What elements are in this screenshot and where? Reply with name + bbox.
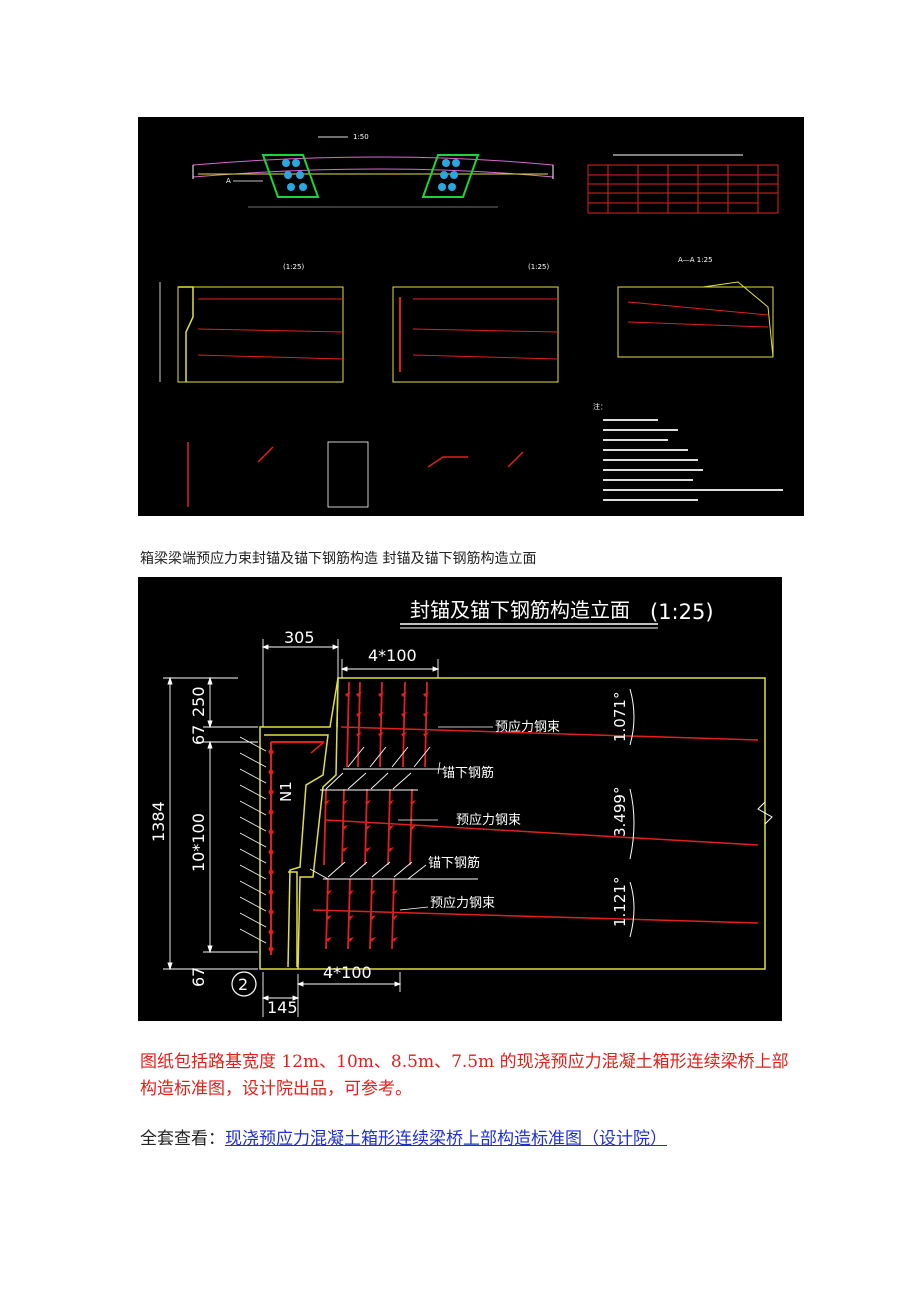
anchor-face-hatch	[239, 736, 267, 944]
elevation-svg: 封锚及锚下钢筋构造立面 (1:25)	[149, 598, 773, 1017]
prestress-tendons	[312, 726, 759, 924]
n1-bar-dots	[268, 749, 274, 952]
drawing-notes: 注：	[593, 402, 783, 501]
dim-4x100-top: 4*100	[368, 646, 417, 665]
cad-drawing-overview: 1:50 A	[138, 117, 804, 516]
elevation-scale: (1:25)	[650, 600, 714, 624]
overview-svg: 1:50 A	[159, 133, 783, 508]
cad-drawing-elevation: 封锚及锚下钢筋构造立面 (1:25)	[138, 577, 782, 1021]
figure-caption: 箱梁梁端预应力束封锚及锚下钢筋构造 封锚及锚下钢筋构造立面	[140, 551, 537, 567]
detail-panel-2: (1:25)	[392, 263, 559, 383]
detail-panel-1: (1:25)	[159, 263, 344, 383]
leader-lines	[398, 726, 493, 911]
detail-scale-a: (1:25)	[283, 263, 304, 271]
anchor-rebar-grid-bottom	[325, 878, 395, 950]
section-marker-a: A	[226, 177, 231, 185]
drawing-description: 图纸包括路基宽度 12m、10m、8.5m、7.5m 的现浇预应力混凝土箱形连续…	[140, 1052, 789, 1099]
dim-4x100-bottom: 4*100	[323, 963, 372, 982]
beam-outline	[259, 677, 766, 970]
label-anchor-rebar-2: 锚下钢筋	[428, 855, 480, 871]
full-set-prefix: 全套查看：	[140, 1129, 225, 1149]
left-dimensions	[163, 676, 258, 971]
plan-scale: 1:50	[353, 133, 369, 141]
bottom-dimensions	[261, 972, 402, 1017]
label-anchor-rebar-1: 锚下钢筋	[442, 765, 494, 781]
n1-label: N1	[277, 781, 295, 802]
label-tendon-bottom: 预应力钢束	[430, 895, 495, 911]
dim-10x100: 10*100	[189, 813, 208, 872]
plan-anchor-block-right	[421, 154, 480, 198]
angle-2: 3.499°	[611, 787, 629, 837]
full-set-link-line: 全套查看：现浇预应力混凝土箱形连续梁桥上部构造标准图（设计院）	[140, 1124, 667, 1149]
callout-number: 2	[238, 975, 248, 994]
plan-anchor-block-left	[261, 154, 320, 198]
dim-67-bottom: 67	[189, 967, 208, 987]
top-dimensions	[261, 639, 440, 727]
full-set-link[interactable]: 现浇预应力混凝土箱形连续梁桥上部构造标准图（设计院）	[225, 1129, 667, 1149]
elevation-title: 封锚及锚下钢筋构造立面	[410, 598, 630, 622]
rebar-ties	[309, 746, 478, 880]
quantity-table	[587, 154, 779, 214]
section-a-a-label: A—A 1:25	[678, 256, 713, 264]
rebar-markers	[324, 692, 429, 942]
label-tendon-middle: 预应力钢束	[456, 812, 521, 828]
angle-arcs	[629, 688, 635, 938]
callout-circle	[231, 971, 257, 997]
angle-1: 1.071°	[611, 692, 629, 742]
notes-heading: 注：	[593, 402, 607, 411]
label-tendon-top: 预应力钢束	[495, 719, 560, 735]
detail-scale-b: (1:25)	[528, 263, 549, 271]
dim-145: 145	[267, 998, 298, 1017]
dim-1384: 1384	[149, 801, 168, 842]
section-a-a: A—A 1:25	[617, 256, 774, 358]
dim-250: 250	[189, 686, 208, 717]
dim-305: 305	[284, 628, 315, 647]
angle-3: 1.121°	[611, 877, 629, 927]
dim-67-top: 67	[189, 725, 208, 745]
